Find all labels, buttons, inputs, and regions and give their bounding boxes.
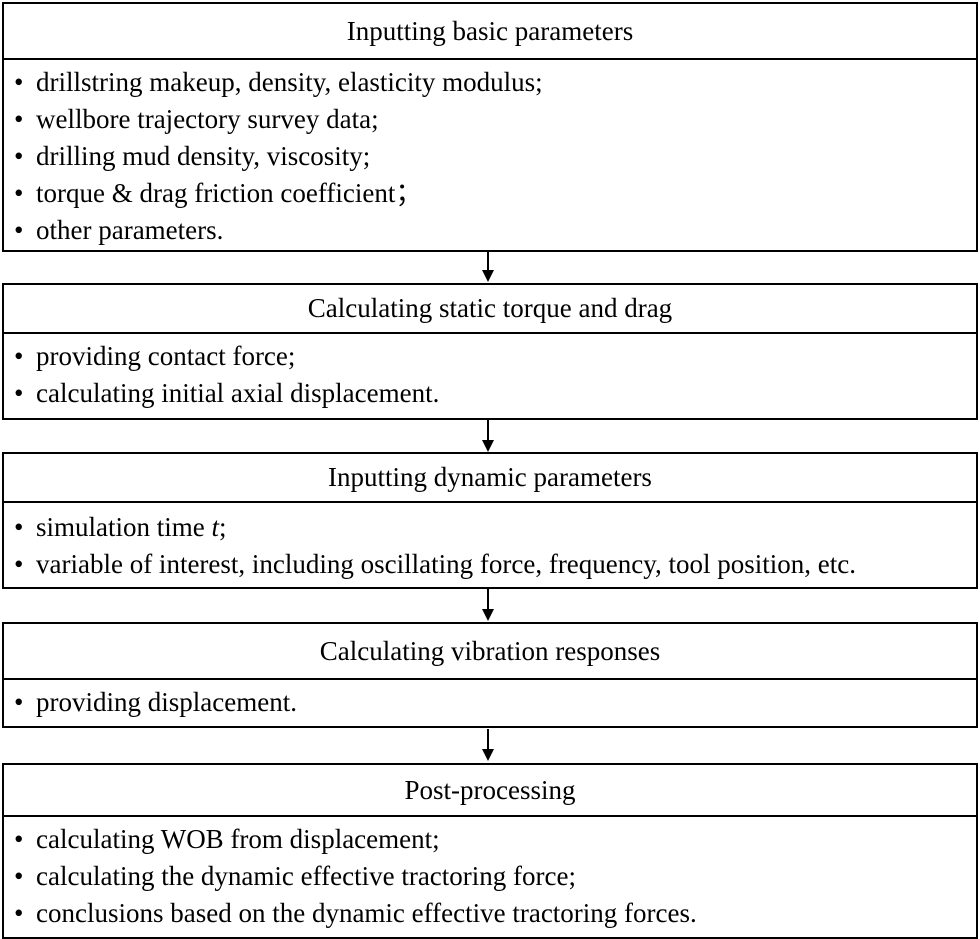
down-arrow-icon bbox=[480, 420, 496, 453]
bullet-icon: • bbox=[14, 861, 24, 891]
time-symbol: t bbox=[211, 512, 220, 542]
bullet-icon: • bbox=[14, 67, 24, 97]
step-body: •simulation time t; •variable of interes… bbox=[4, 503, 976, 587]
bullet-icon: • bbox=[14, 104, 24, 134]
bullet-icon: • bbox=[14, 215, 24, 245]
bullet-icon: • bbox=[14, 898, 24, 928]
bullet-icon: • bbox=[14, 341, 24, 371]
list-item: •variable of interest, including oscilla… bbox=[14, 546, 976, 583]
list-item: •conclusions based on the dynamic effect… bbox=[14, 895, 976, 932]
bullet-icon: • bbox=[14, 178, 24, 208]
step-body: •drillstring makeup, density, elasticity… bbox=[4, 60, 976, 250]
down-arrow-icon bbox=[480, 250, 496, 283]
step-box-dynamic-parameters: Inputting dynamic parameters •simulation… bbox=[2, 452, 978, 589]
step-body: •providing displacement. bbox=[4, 680, 976, 726]
down-arrow-icon bbox=[480, 589, 496, 622]
step-title: Calculating vibration responses bbox=[4, 624, 976, 680]
bullet-icon: • bbox=[14, 141, 24, 171]
step-box-vibration-responses: Calculating vibration responses •providi… bbox=[2, 622, 978, 728]
step-body: •calculating WOB from displacement; •cal… bbox=[4, 817, 976, 937]
list-item: •drillstring makeup, density, elasticity… bbox=[14, 64, 976, 101]
step-box-static-torque-drag: Calculating static torque and drag •prov… bbox=[2, 283, 978, 420]
step-title: Inputting basic parameters bbox=[4, 4, 976, 60]
bullet-icon: • bbox=[14, 687, 24, 717]
step-box-input-basic-parameters: Inputting basic parameters •drillstring … bbox=[2, 2, 978, 252]
time-suffix: ; bbox=[219, 512, 227, 542]
bullet-icon: • bbox=[14, 378, 24, 408]
list-item: •providing contact force; bbox=[14, 338, 976, 375]
list-item: •drilling mud density, viscosity; bbox=[14, 138, 976, 175]
list-item: •simulation time t; bbox=[14, 509, 976, 546]
list-item: •providing displacement. bbox=[14, 684, 976, 721]
step-title: Post-processing bbox=[4, 765, 976, 817]
step-title: Calculating static torque and drag bbox=[4, 285, 976, 334]
list-item: •calculating the dynamic effective tract… bbox=[14, 858, 976, 895]
list-item: •calculating WOB from displacement; bbox=[14, 821, 976, 858]
bullet-icon: • bbox=[14, 549, 24, 579]
list-item: •calculating initial axial displacement. bbox=[14, 375, 976, 412]
list-item: •wellbore trajectory survey data; bbox=[14, 101, 976, 138]
down-arrow-icon bbox=[480, 729, 496, 762]
bullet-icon: • bbox=[14, 824, 24, 854]
list-item: •torque & drag friction coefficient； bbox=[14, 175, 976, 212]
step-box-post-processing: Post-processing •calculating WOB from di… bbox=[2, 763, 978, 939]
list-item: •other parameters. bbox=[14, 212, 976, 249]
bullet-icon: • bbox=[14, 512, 24, 542]
step-title: Inputting dynamic parameters bbox=[4, 454, 976, 503]
step-body: •providing contact force; •calculating i… bbox=[4, 334, 976, 418]
